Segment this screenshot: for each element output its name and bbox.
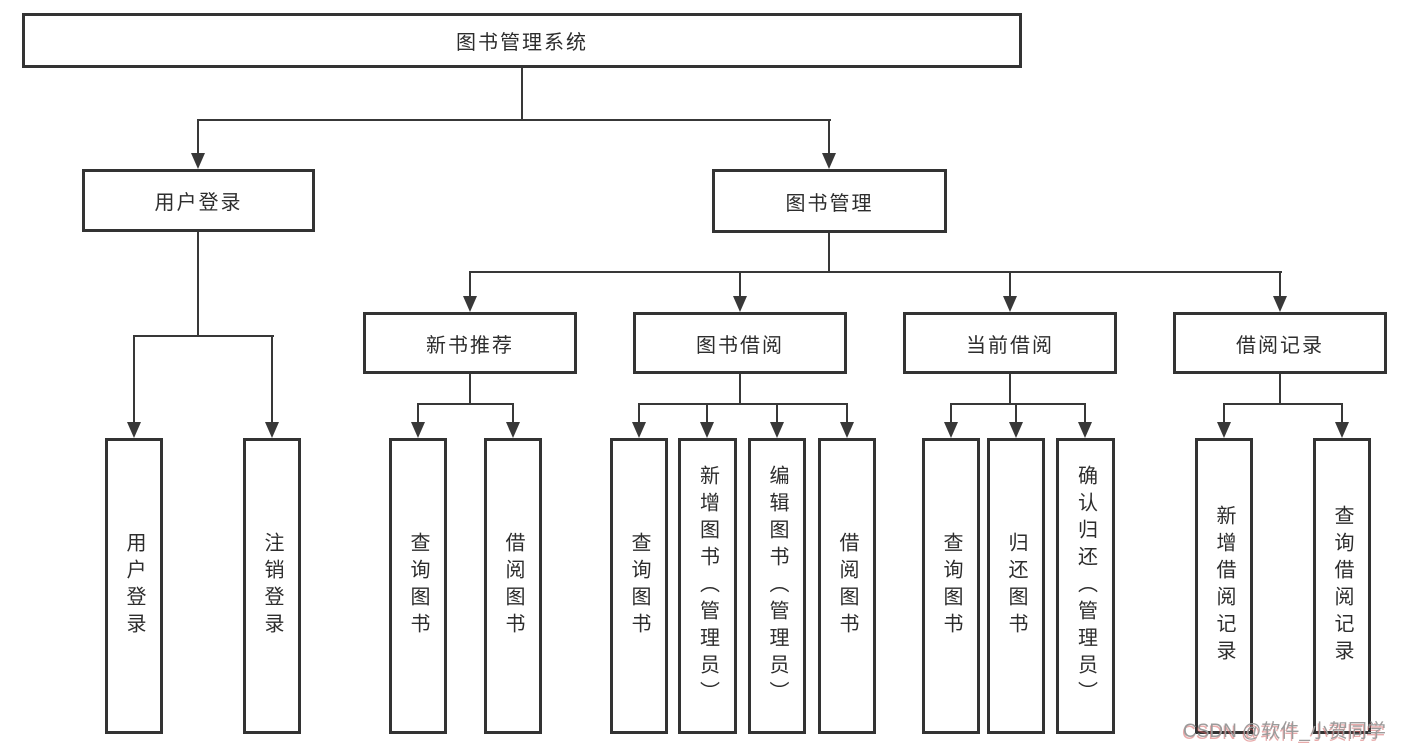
arrowhead-icon	[1217, 422, 1231, 438]
arrowhead-icon	[1003, 296, 1017, 312]
node-return-book: 归还图书	[987, 438, 1045, 734]
arrowhead-icon	[411, 422, 425, 438]
arrowhead-icon	[506, 422, 520, 438]
connector-user-login-branch	[133, 335, 274, 337]
node-user-login: 用户登录	[82, 169, 315, 232]
connector-leaf-leg	[1341, 404, 1343, 424]
node-add-borrow-record: 新增借阅记录	[1195, 438, 1253, 734]
arrowhead-icon	[840, 422, 854, 438]
arrowhead-icon	[700, 422, 714, 438]
connector-leaf-leg	[638, 404, 640, 424]
connector-leaf-leg	[417, 404, 419, 424]
arrowhead-icon	[1335, 422, 1349, 438]
arrowhead-icon	[463, 296, 477, 312]
connector-to-logout-leaf	[271, 336, 273, 424]
connector-leaf-leg	[512, 404, 514, 424]
node-query-books-recommend: 查询图书	[389, 438, 447, 734]
arrowhead-icon	[265, 422, 279, 438]
node-query-borrow-record: 查询借阅记录	[1313, 438, 1371, 734]
connector-current-borrow-branch	[950, 403, 1086, 405]
connector-leaf-leg	[776, 404, 778, 424]
arrowhead-icon	[1009, 422, 1023, 438]
arrowhead-icon	[944, 422, 958, 438]
connector-leaf-leg	[706, 404, 708, 424]
node-edit-book-admin: 编辑图书（管理员）	[748, 438, 806, 734]
connector-borrow-records-stem	[1279, 374, 1281, 405]
connector-new-book-branch	[417, 403, 514, 405]
connector-leaf-leg	[846, 404, 848, 424]
connector-root-stem	[521, 68, 523, 121]
arrowhead-icon	[770, 422, 784, 438]
node-book-management: 图书管理	[712, 169, 947, 233]
connector-leaf-leg	[1084, 404, 1086, 424]
connector-leaf-leg	[1015, 404, 1017, 424]
arrowhead-icon	[127, 422, 141, 438]
connector-root-branch	[197, 119, 831, 121]
connector-book-borrow-stem	[739, 374, 741, 405]
node-query-books-borrow: 查询图书	[610, 438, 668, 734]
node-root-library-system: 图书管理系统	[22, 13, 1022, 68]
connector-user-login-stem	[197, 232, 199, 337]
node-borrow-records: 借阅记录	[1173, 312, 1387, 374]
node-confirm-return-admin: 确认归还（管理员）	[1056, 438, 1115, 734]
node-logout-leaf: 注销登录	[243, 438, 301, 734]
connector-borrow-records-branch	[1223, 403, 1343, 405]
connector-to-new-book-recommend	[469, 272, 471, 298]
connector-root-to-user-login	[197, 120, 199, 156]
arrowhead-icon	[1273, 296, 1287, 312]
connector-to-borrow-records	[1279, 272, 1281, 298]
node-book-borrow: 图书借阅	[633, 312, 847, 374]
arrowhead-icon	[822, 153, 836, 169]
arrowhead-icon	[632, 422, 646, 438]
connector-book-management-stem	[828, 233, 830, 273]
connector-leaf-leg	[950, 404, 952, 424]
connector-current-borrow-stem	[1009, 374, 1011, 405]
node-user-login-leaf: 用户登录	[105, 438, 163, 734]
arrowhead-icon	[733, 296, 747, 312]
node-borrow-books-leaf: 借阅图书	[818, 438, 876, 734]
connector-to-book-borrow	[739, 272, 741, 298]
arrowhead-icon	[1078, 422, 1092, 438]
connector-book-management-branch	[469, 271, 1282, 273]
arrowhead-icon	[191, 153, 205, 169]
node-query-books-current: 查询图书	[922, 438, 980, 734]
connector-root-to-book-management	[828, 120, 830, 156]
node-add-book-admin: 新增图书（管理员）	[678, 438, 737, 734]
node-new-book-recommend: 新书推荐	[363, 312, 577, 374]
node-borrow-books-recommend: 借阅图书	[484, 438, 542, 734]
node-current-borrow: 当前借阅	[903, 312, 1117, 374]
connector-to-user-login-leaf	[133, 336, 135, 424]
connector-book-borrow-branch	[638, 403, 848, 405]
connector-new-book-stem	[469, 374, 471, 405]
connector-to-current-borrow	[1009, 272, 1011, 298]
csdn-watermark: CSDN @软件_小贺同学	[1183, 721, 1386, 742]
connector-leaf-leg	[1223, 404, 1225, 424]
